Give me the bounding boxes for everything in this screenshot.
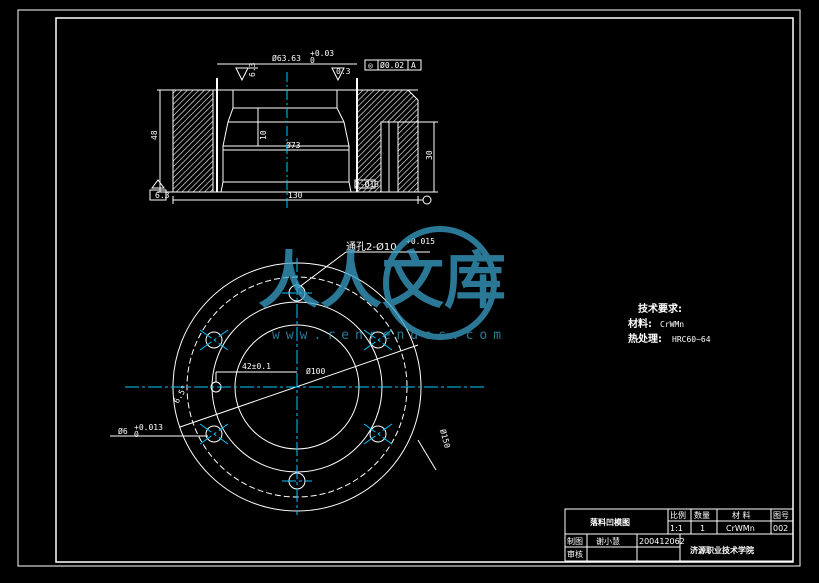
roughness-bottom: 6.3 — [155, 191, 170, 200]
outer-border — [17, 9, 801, 567]
watermark-text: 人人文库 — [258, 244, 506, 317]
dim-center: Ø100 — [306, 366, 325, 376]
hole-lower-right — [369, 425, 387, 443]
hole-upper-right — [369, 331, 387, 349]
dim-bore: Ø73 — [286, 140, 301, 150]
heat-value: HRC60~64 — [672, 335, 711, 344]
scale-value: 1:1 — [670, 524, 683, 533]
dim-pin: Ø6 — [118, 426, 128, 436]
row-check: 审核 — [567, 549, 583, 559]
material-value: CrWMn — [660, 320, 684, 329]
student-id: 200412062 — [639, 537, 685, 546]
col-material: 材 料 — [732, 510, 751, 520]
title-block — [564, 508, 794, 562]
col-scale: 比例 — [670, 510, 686, 520]
dim-small: 2-Ø13 — [355, 179, 379, 189]
flatness-value: Ø0.02 — [380, 60, 404, 70]
watermark: 人人文库 www.renrendoc.com — [258, 226, 507, 343]
drawing-number: 002 — [773, 524, 788, 533]
section-view — [149, 59, 438, 205]
watermark-url: www.renrendoc.com — [272, 328, 507, 343]
hole-upper-left — [205, 331, 223, 349]
dim-pin-tol-low: 0 — [134, 430, 139, 439]
dim-height: 48 — [150, 130, 159, 140]
tech-heading: 技术要求: — [638, 302, 682, 315]
inner-border — [55, 17, 794, 563]
drawing-name: 落料凹模图 — [590, 517, 630, 527]
dim-outer-tol-low: 0 — [310, 56, 315, 65]
school-name: 济源职业技术学院 — [690, 545, 754, 555]
drafter: 谢小慧 — [596, 536, 620, 546]
roughness-top: 6.3 — [248, 62, 257, 77]
dim-outer: Ø150 — [438, 428, 453, 449]
col-qty: 数量 — [694, 510, 710, 520]
datum-label: A — [411, 61, 416, 70]
qty-value: 1 — [700, 524, 705, 533]
dim-width: 130 — [288, 191, 303, 200]
dim-offset: 42±0.1 — [242, 362, 271, 371]
through-hole-tol: +0.015 — [406, 237, 435, 246]
dim-outer-tol: +0.03 — [310, 49, 334, 58]
col-no: 图号 — [773, 511, 789, 520]
dim-pin-tol: +0.013 — [134, 423, 163, 432]
through-hole-note: 通孔2-Ø10 — [346, 241, 397, 253]
dim-depth: 30 — [425, 150, 434, 160]
material-cell: CrWMn — [726, 524, 755, 533]
heat-label: 热处理: — [628, 332, 662, 345]
material-label: 材料: — [628, 317, 652, 330]
watermark-ring — [383, 226, 497, 340]
plan-centerlines — [125, 258, 485, 515]
hole-lower-left — [205, 425, 223, 443]
dim-outer-diameter: Ø63.63 — [272, 53, 301, 63]
roughness-right: 0.3 — [336, 67, 351, 76]
left-hatched-block — [172, 89, 214, 193]
row-draw: 制图 — [567, 536, 583, 546]
dim-step: 10 — [259, 130, 268, 140]
flatness-symbol: ◎ — [368, 61, 373, 70]
